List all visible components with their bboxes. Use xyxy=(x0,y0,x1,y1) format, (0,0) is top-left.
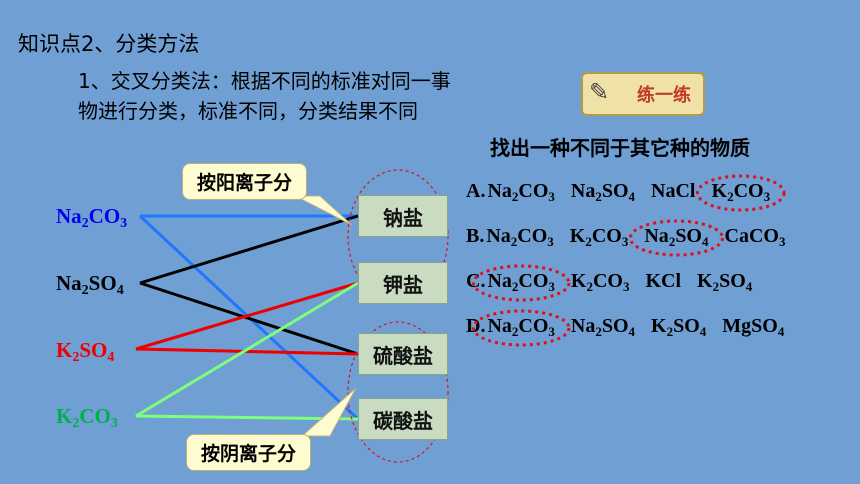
formula-item: Na2CO3 xyxy=(487,270,555,294)
link-line-6 xyxy=(135,281,359,418)
formula-item: Na2SO4 xyxy=(570,180,636,204)
salt-sulfate: 硫酸盐 xyxy=(358,333,448,375)
formula-item: Na2CO3 xyxy=(487,315,555,339)
cation-callout-pointer xyxy=(294,195,353,226)
page-title: 知识点2、分类方法 xyxy=(18,32,200,56)
compound-na2so4: Na2SO4 xyxy=(56,271,124,298)
cation-callout: 按阳离子分 xyxy=(182,163,308,200)
link-line-2 xyxy=(139,214,359,285)
formula-item: NaCl xyxy=(651,180,696,202)
formula-item: MgSO4 xyxy=(722,315,785,339)
formula-item: Na2CO3 xyxy=(486,225,554,249)
formula-item: K2SO4 xyxy=(651,315,707,339)
compound-na2co3: Na2CO3 xyxy=(56,204,128,231)
option-label: A. xyxy=(466,180,486,202)
compound-k2so4: K2SO4 xyxy=(56,338,115,365)
option-label: D. xyxy=(466,315,486,337)
paper-pencil-icon: ✎ xyxy=(589,78,610,106)
option-label: B. xyxy=(466,225,485,247)
question-row-b: B.Na2CO3 K2CO3 Na2SO4 CaCO3 xyxy=(466,225,801,250)
formula-item: Na2CO3 xyxy=(487,180,555,204)
compound-k2co3: K2CO3 xyxy=(56,404,118,431)
formula-item: Na2SO4 xyxy=(644,225,709,249)
formula-item: K2SO4 xyxy=(697,270,753,294)
option-label: C. xyxy=(466,270,486,292)
practice-badge-label: 练一练 xyxy=(637,85,691,106)
link-line-4 xyxy=(135,281,359,351)
question-row-d: D.Na2CO3 Na2SO4 K2SO4 MgSO4 xyxy=(466,315,800,340)
practice-title: 找出一种不同于其它种的物质 xyxy=(490,136,750,160)
formula-item: CaCO3 xyxy=(724,225,786,249)
anion-callout: 按阴离子分 xyxy=(186,434,312,471)
formula-item: K2CO3 xyxy=(711,180,771,204)
method-description: 1、交叉分类法：根据不同的标准对同一事物进行分类，标准不同，分类结果不同 xyxy=(78,69,451,123)
link-line-3 xyxy=(139,281,359,356)
question-row-a: A.Na2CO3 Na2SO4 NaCl K2CO3 xyxy=(466,180,786,205)
anion-callout-pointer xyxy=(300,387,357,437)
formula-item: Na2SO4 xyxy=(570,315,636,339)
formula-item: KCl xyxy=(645,270,682,292)
question-row-c: C.Na2CO3 K2CO3 KCl K2SO4 xyxy=(466,270,768,295)
salt-sodium: 钠盐 xyxy=(358,195,448,237)
practice-badge: ✎ 练一练 xyxy=(581,72,705,116)
anion-group-oval xyxy=(347,321,449,463)
formula-item: K2CO3 xyxy=(570,270,630,294)
formula-item: K2CO3 xyxy=(569,225,629,249)
salt-carbonate: 碳酸盐 xyxy=(358,398,448,440)
link-line-5 xyxy=(135,347,359,356)
salt-potassium: 钾盐 xyxy=(358,262,448,304)
